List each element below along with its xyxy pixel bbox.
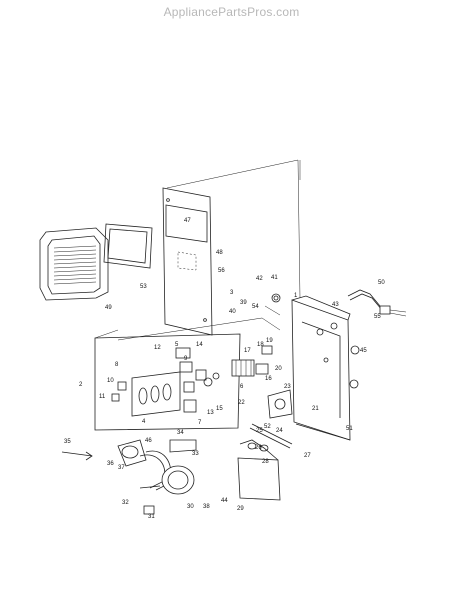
callout-9: 9 [184, 356, 188, 362]
callout-7: 7 [198, 420, 202, 426]
bracket-part[interactable] [261, 345, 273, 355]
callout-15: 15 [216, 406, 223, 412]
callout-54: 54 [252, 304, 259, 310]
blower-assembly-part[interactable] [117, 439, 197, 495]
callout-18: 18 [257, 342, 264, 348]
arrow-icon [61, 451, 93, 461]
callout-32: 32 [122, 500, 129, 506]
callout-28: 28 [262, 459, 269, 465]
callout-21: 21 [312, 406, 319, 412]
fitting-part[interactable] [143, 505, 155, 515]
bracket-part[interactable] [255, 363, 269, 375]
callout-2: 2 [79, 382, 83, 388]
callout-51: 51 [346, 426, 353, 432]
callout-17: 17 [244, 348, 251, 354]
control-board-part[interactable] [111, 371, 181, 417]
callout-48: 48 [216, 250, 223, 256]
callout-29: 29 [237, 506, 244, 512]
callout-45: 45 [360, 348, 367, 354]
callout-50: 50 [378, 280, 385, 286]
fitting-part[interactable] [139, 485, 161, 489]
callout-5: 5 [175, 342, 179, 348]
callout-44: 44 [221, 498, 228, 504]
panel-part[interactable] [162, 187, 213, 336]
callout-12: 12 [154, 345, 161, 351]
callout-37: 37 [118, 465, 125, 471]
watermark-text: AppliancePartsPros.com [163, 5, 300, 19]
callout-14: 14 [196, 342, 203, 348]
grommet-part[interactable] [271, 293, 360, 389]
callout-labels: 1 2 3 4 5 6 7 8 9 10 11 12 13 14 15 16 1… [64, 218, 385, 520]
callout-49: 49 [105, 305, 112, 311]
callout-36: 36 [107, 461, 114, 467]
callout-41: 41 [271, 275, 278, 281]
callout-25: 25 [256, 428, 263, 434]
callout-43: 43 [332, 302, 339, 308]
switch-block-part[interactable] [175, 347, 220, 413]
cabinet-part[interactable] [291, 295, 351, 441]
callout-23: 23 [284, 384, 291, 390]
callout-20: 20 [275, 366, 282, 372]
callout-46: 46 [145, 438, 152, 444]
callout-24: 24 [276, 428, 283, 434]
callout-55: 55 [374, 314, 381, 320]
callout-19: 19 [266, 338, 273, 344]
callout-38: 38 [203, 504, 210, 510]
callout-3: 3 [230, 290, 234, 296]
callout-8: 8 [115, 362, 119, 368]
callout-52: 52 [264, 424, 271, 430]
callout-1: 1 [294, 293, 298, 299]
callout-42: 42 [256, 276, 263, 282]
callout-22: 22 [238, 400, 245, 406]
callout-13: 13 [207, 410, 214, 416]
callout-35: 35 [64, 439, 71, 445]
control-bracket-part[interactable] [94, 329, 241, 431]
callout-34: 34 [177, 430, 184, 436]
callout-4: 4 [142, 419, 146, 425]
power-cord-part[interactable] [347, 289, 407, 317]
gas-valve-part[interactable] [267, 389, 293, 419]
callout-30: 30 [187, 504, 194, 510]
fan-guard-part[interactable] [39, 227, 109, 301]
control-module-part[interactable] [237, 423, 293, 501]
terminal-block-part[interactable] [231, 359, 255, 377]
callout-16: 16 [265, 376, 272, 382]
callout-11: 11 [99, 394, 106, 400]
callout-6: 6 [240, 384, 244, 390]
callout-33: 33 [192, 451, 199, 457]
gasket-part[interactable] [103, 223, 153, 269]
callout-53: 53 [140, 284, 147, 290]
callout-40: 40 [229, 309, 236, 315]
callout-26: 26 [255, 445, 262, 451]
callout-27: 27 [304, 453, 311, 459]
callout-31: 31 [148, 514, 155, 520]
callout-47: 47 [184, 218, 191, 224]
callout-10: 10 [107, 378, 114, 384]
callout-39: 39 [240, 300, 247, 306]
callout-56: 56 [218, 268, 225, 274]
